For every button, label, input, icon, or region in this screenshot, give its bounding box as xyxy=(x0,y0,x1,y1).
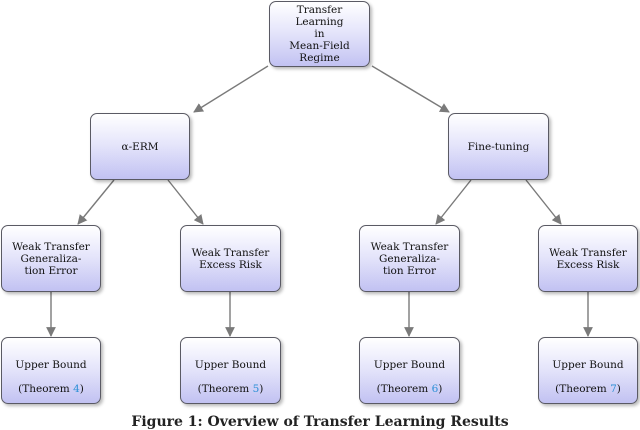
edge-alpha-erm-to-generalization xyxy=(77,179,115,225)
result-node-paren-open: (Theorem xyxy=(18,382,74,395)
analysis-node-label: Weak Transfer Generaliza- tion Error xyxy=(370,240,449,277)
analysis-node-label: Weak Transfer Excess Risk xyxy=(191,246,270,271)
root-node-label: Transfer Learning in Mean-Field Regime xyxy=(289,4,350,64)
approach-node-fine-tuning: Fine-tuning xyxy=(448,113,549,180)
root-node-transfer-learning: Transfer Learning in Mean-Field Regime xyxy=(269,1,370,67)
result-node-upper-bound: Upper Bound (Theorem 5) xyxy=(180,337,281,404)
theorem-reference-link[interactable]: 7 xyxy=(610,382,617,395)
approach-node-label: α-ERM xyxy=(121,140,159,153)
edge-fine-tuning-to-generalization xyxy=(435,179,472,225)
analysis-node-label: Weak Transfer Excess Risk xyxy=(549,246,627,271)
approach-node-alpha-erm: α-ERM xyxy=(90,113,190,180)
result-node-paren-open: (Theorem xyxy=(555,382,611,395)
approach-node-label: Fine-tuning xyxy=(467,140,530,153)
result-node-label: Upper Bound xyxy=(194,358,267,371)
edge-fine-tuning-to-excess-risk xyxy=(525,179,562,225)
result-node-label: Upper Bound xyxy=(373,358,446,371)
result-node-upper-bound: Upper Bound (Theorem 7) xyxy=(538,337,638,404)
analysis-node-label: Weak Transfer Generaliza- tion Error xyxy=(12,240,90,277)
result-node-paren-close: ) xyxy=(79,382,84,395)
analysis-node-excess-risk: Weak Transfer Excess Risk xyxy=(538,225,638,292)
theorem-reference-link[interactable]: 6 xyxy=(431,382,439,395)
edge-root-to-fine-tuning xyxy=(371,65,450,113)
result-node-upper-bound: Upper Bound (Theorem 4) xyxy=(1,337,101,404)
edge-root-to-alpha-erm xyxy=(193,65,269,113)
theorem-reference-link[interactable]: 5 xyxy=(252,382,260,395)
analysis-node-excess-risk: Weak Transfer Excess Risk xyxy=(180,225,281,292)
result-node-label: Upper Bound xyxy=(552,358,624,371)
result-node-paren-close: ) xyxy=(616,382,621,395)
result-node-label: Upper Bound xyxy=(15,358,87,371)
figure-caption: Figure 1: Overview of Transfer Learning … xyxy=(131,414,509,430)
edge-alpha-erm-to-excess-risk xyxy=(167,179,204,225)
theorem-reference-link[interactable]: 4 xyxy=(73,382,80,395)
result-node-paren-close: ) xyxy=(259,382,264,395)
result-node-upper-bound: Upper Bound (Theorem 6) xyxy=(359,337,460,404)
analysis-node-generalization-error: Weak Transfer Generaliza- tion Error xyxy=(359,225,460,292)
analysis-node-generalization-error: Weak Transfer Generaliza- tion Error xyxy=(1,225,101,292)
result-node-paren-open: (Theorem xyxy=(376,382,432,395)
result-node-paren-close: ) xyxy=(438,382,443,395)
result-node-paren-open: (Theorem xyxy=(197,382,253,395)
